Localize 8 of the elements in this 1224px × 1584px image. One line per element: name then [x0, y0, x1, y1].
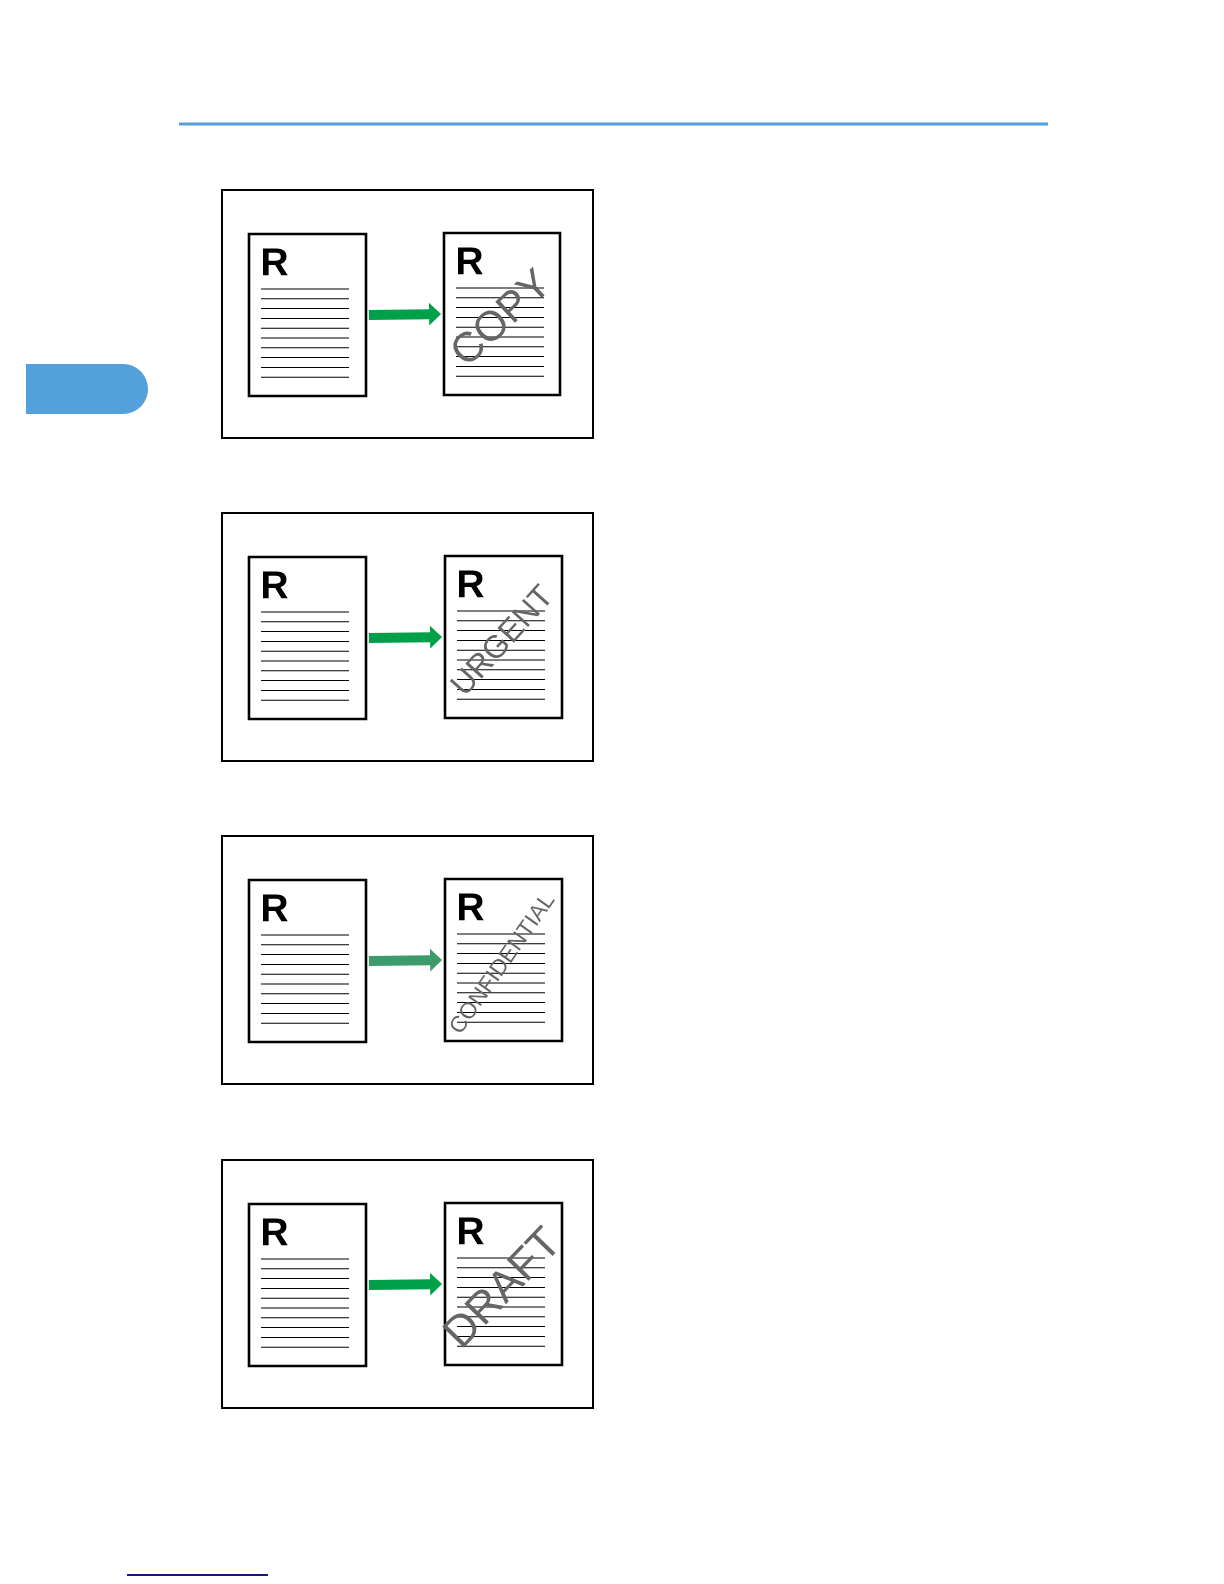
document-page: R	[247, 555, 368, 721]
panel-frame	[221, 835, 594, 1085]
document-page: R	[247, 878, 368, 1044]
panel-frame	[221, 189, 594, 439]
document-page: R	[247, 232, 368, 398]
document-page: R	[247, 1202, 368, 1368]
panel-frame	[221, 1159, 594, 1409]
panel-frame	[221, 512, 594, 762]
